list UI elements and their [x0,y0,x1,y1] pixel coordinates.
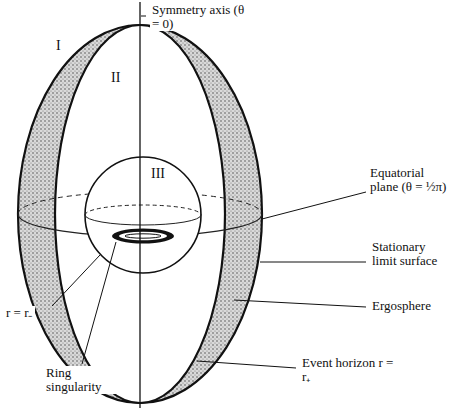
inner-equator-front [85,215,201,225]
callout-label: Stationary limit surface [370,240,450,268]
callout-label: Ring singularity [44,366,122,394]
inner-equator-back [85,205,201,215]
leader-line [234,300,366,307]
callout-label: Event horizon r = r₊ [300,356,396,384]
callout-label: r = r₋ [4,306,35,320]
region-numeral: II [110,70,121,85]
ring-singularity-inner [125,234,161,238]
inner-horizon [85,157,201,273]
leader-line [141,16,146,17]
callout-label: Equatorial plane (θ = ½π) [368,166,454,194]
leader-line [82,242,116,364]
axis-label: Symmetry axis (θ = 0) [150,3,254,31]
leader-line [262,192,366,219]
callout-label: Ergosphere [370,299,433,313]
leader-line [197,361,296,368]
region-numeral: III [150,166,166,181]
symmetry-axis [139,2,140,408]
leader-line [52,255,100,306]
ring-singularity-hole [119,232,167,240]
region-numeral: I [55,38,62,53]
leader-line [260,262,366,263]
ring-singularity [112,229,174,244]
